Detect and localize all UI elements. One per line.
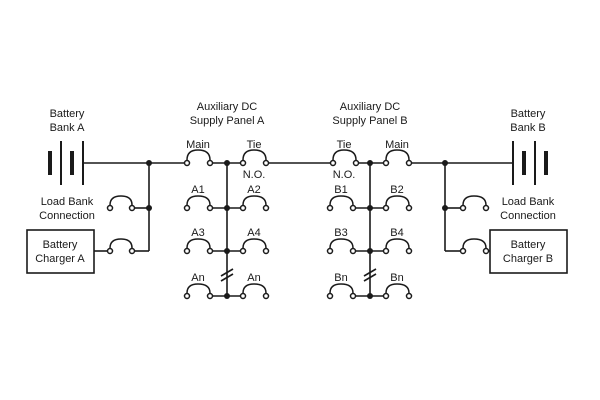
no-a-label: N.O. bbox=[243, 169, 266, 181]
load-bank-switch-b bbox=[459, 195, 490, 212]
load-bank-right-label-1: Load Bank bbox=[502, 196, 555, 208]
junction-node bbox=[367, 248, 373, 254]
charger-switch-b bbox=[459, 238, 490, 255]
b3-label: B3 bbox=[334, 227, 347, 239]
feeder-b3 bbox=[326, 238, 384, 255]
junction-node bbox=[367, 205, 373, 211]
panel-b-title-1: Auxiliary DC bbox=[340, 101, 401, 113]
tie-breaker-a bbox=[239, 149, 270, 167]
an-right-label: An bbox=[247, 272, 260, 284]
b1-label: B1 bbox=[334, 184, 347, 196]
battery-charger-a-box bbox=[26, 229, 95, 274]
main-b-label: Main bbox=[385, 139, 409, 151]
battery-bank-a-label-2: Bank A bbox=[50, 122, 86, 134]
main-breaker-b bbox=[382, 149, 413, 167]
no-b-label: N.O. bbox=[333, 169, 356, 181]
a3-label: A3 bbox=[191, 227, 204, 239]
feeder-an-left bbox=[183, 283, 241, 300]
b4-label: B4 bbox=[390, 227, 403, 239]
charger-a-label-1: Battery bbox=[43, 239, 78, 251]
a2-label: A2 bbox=[247, 184, 260, 196]
load-bank-right-label-2: Connection bbox=[500, 210, 556, 222]
main-a-label: Main bbox=[186, 139, 210, 151]
panel-a-title-2: Supply Panel A bbox=[190, 115, 265, 127]
load-bank-left-label-2: Connection bbox=[39, 210, 95, 222]
battery-charger-b-box bbox=[489, 229, 568, 274]
feeder-bn-right bbox=[382, 283, 413, 300]
bn-left-label: Bn bbox=[334, 272, 347, 284]
b2-label: B2 bbox=[390, 184, 403, 196]
feeder-b1 bbox=[326, 195, 384, 212]
charger-switch-a bbox=[106, 238, 136, 255]
feeder-bn-left bbox=[326, 283, 384, 300]
feeder-a3 bbox=[183, 238, 241, 255]
junction-node bbox=[367, 293, 373, 299]
junction-node bbox=[224, 205, 230, 211]
charger-a-label-2: Charger A bbox=[35, 253, 85, 265]
main-breaker-a bbox=[183, 149, 214, 167]
panel-a-title-1: Auxiliary DC bbox=[197, 101, 258, 113]
a4-label: A4 bbox=[247, 227, 260, 239]
tie-a-label: Tie bbox=[247, 139, 262, 151]
bn-right-label: Bn bbox=[390, 272, 403, 284]
junction-node bbox=[224, 293, 230, 299]
tie-breaker-b bbox=[329, 149, 360, 167]
feeder-b2 bbox=[382, 195, 413, 212]
feeder-a1 bbox=[183, 195, 241, 212]
battery-bank-b-label-2: Bank B bbox=[510, 122, 545, 134]
panel-b-title-2: Supply Panel B bbox=[332, 115, 407, 127]
tie-b-label: Tie bbox=[337, 139, 352, 151]
an-left-label: An bbox=[191, 272, 204, 284]
battery-bank-b-symbol bbox=[512, 141, 548, 185]
load-bank-switch-a bbox=[106, 195, 136, 212]
bus-break-symbol-a bbox=[220, 268, 234, 282]
battery-bank-b-label-1: Battery bbox=[511, 108, 546, 120]
battery-bank-a-label-1: Battery bbox=[50, 108, 85, 120]
feeder-an-right bbox=[239, 283, 270, 300]
battery-bank-a-symbol bbox=[48, 141, 84, 185]
charger-b-label-1: Battery bbox=[511, 239, 546, 251]
charger-b-label-2: Charger B bbox=[503, 253, 553, 265]
load-bank-left-label-1: Load Bank bbox=[41, 196, 94, 208]
junction-node bbox=[442, 205, 448, 211]
junction-node bbox=[224, 248, 230, 254]
feeder-a4 bbox=[239, 238, 270, 255]
bus-break-symbol-b bbox=[363, 268, 377, 282]
junction-node bbox=[146, 205, 152, 211]
feeder-a2 bbox=[239, 195, 270, 212]
a1-label: A1 bbox=[191, 184, 204, 196]
feeder-b4 bbox=[382, 238, 413, 255]
